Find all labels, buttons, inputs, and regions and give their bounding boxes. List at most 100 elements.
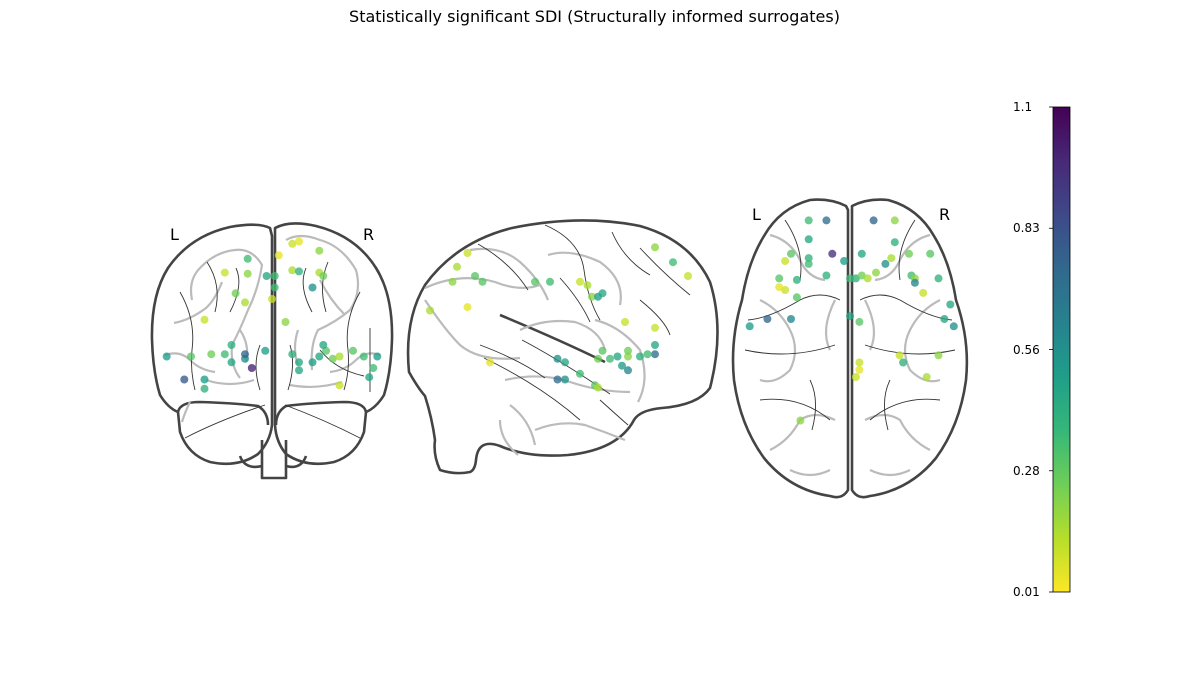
axial-left-label: L [752,205,761,224]
axial-markers [745,216,958,425]
sagittal-marker [553,354,562,363]
axial-marker [940,315,949,323]
sagittal-marker [463,249,472,257]
coronal-marker [187,352,195,361]
sagittal-marker [598,289,607,298]
sagittal-marker [448,277,457,286]
coronal-marker [241,350,249,359]
sagittal-marker [624,352,632,361]
coronal-marker [243,269,252,278]
axial-marker [787,249,795,258]
coronal-marker [308,283,317,292]
axial-view [731,198,969,499]
coronal-marker [262,272,271,280]
axial-outline [731,198,969,499]
coronal-marker [268,295,276,303]
coronal-marker [241,298,249,307]
axial-marker [855,317,864,326]
axial-marker [851,274,860,283]
coronal-marker [373,352,382,361]
sagittal-marker [576,277,584,286]
sagittal-marker [684,272,692,280]
sagittal-marker [621,318,629,326]
sagittal-marker [478,277,487,286]
coronal-markers [162,237,382,393]
sagittal-marker [624,346,632,355]
sagittal-marker [651,243,659,252]
axial-marker [804,254,813,263]
axial-marker [781,286,790,294]
sagittal-marker [453,262,461,271]
axial-sulci [744,219,956,431]
coronal-view [150,222,394,480]
sagittal-marker [576,369,584,378]
axial-marker [775,274,784,283]
sagittal-marker [546,277,554,286]
coronal-marker [295,237,303,246]
sagittal-marker [426,306,434,315]
coronal-folds [164,234,381,423]
coronal-marker [359,352,368,361]
axial-marker [804,259,813,268]
axial-marker [792,275,801,284]
coronal-marker [220,350,229,359]
axial-marker [822,271,831,280]
axial-marker [828,249,837,258]
coronal-marker [180,375,189,384]
axial-marker [846,274,854,283]
colorbar-ticks [1049,106,1053,593]
axial-marker [934,351,943,360]
coronal-marker [315,246,324,255]
coronal-outline [150,222,394,480]
axial-marker [781,257,790,265]
coronal-marker [227,341,236,349]
coronal-marker [270,283,279,292]
axial-marker [846,312,854,321]
coronal-marker [220,268,229,277]
sagittal-marker [583,281,592,290]
coronal-marker [162,352,171,361]
coronal-marker [308,358,317,367]
coronal-marker [261,346,270,355]
coronal-marker [369,364,378,372]
axial-marker [775,283,784,292]
axial-marker [869,216,878,225]
coronal-marker [231,289,240,298]
coronal-marker [281,318,290,326]
sagittal-marker [613,352,622,361]
axial-marker [857,271,866,280]
coronal-sulci [179,261,371,439]
coronal-marker [247,364,256,372]
coronal-marker [207,350,216,359]
sagittal-marker [636,352,644,361]
coronal-marker [295,358,303,367]
axial-marker [855,365,864,374]
sagittal-marker [624,366,632,375]
sagittal-marker [531,277,539,286]
coronal-marker [227,358,236,367]
sagittal-outline [406,219,719,475]
coronal-marker [243,254,252,263]
coronal-marker [288,350,297,359]
coronal-marker [200,384,209,393]
sagittal-marker [463,303,472,312]
sagittal-marker [486,358,494,367]
axial-marker [804,235,813,244]
coronal-marker [335,381,344,390]
sagittal-markers [426,243,692,392]
colorbar-tick-label: 0.83 [1013,221,1040,236]
chart-title: Statistically significant SDI (Structura… [349,7,840,26]
axial-folds [759,233,941,477]
axial-marker [804,216,813,225]
sagittal-marker [669,258,677,267]
coronal-marker [328,354,337,363]
sagittal-view [406,219,719,475]
sagittal-marker [618,361,626,370]
coronal-marker [319,272,328,280]
axial-marker [840,257,849,265]
coronal-marker [319,341,328,349]
sagittal-marker [651,350,659,359]
axial-marker [851,373,860,381]
coronal-marker [315,352,324,361]
